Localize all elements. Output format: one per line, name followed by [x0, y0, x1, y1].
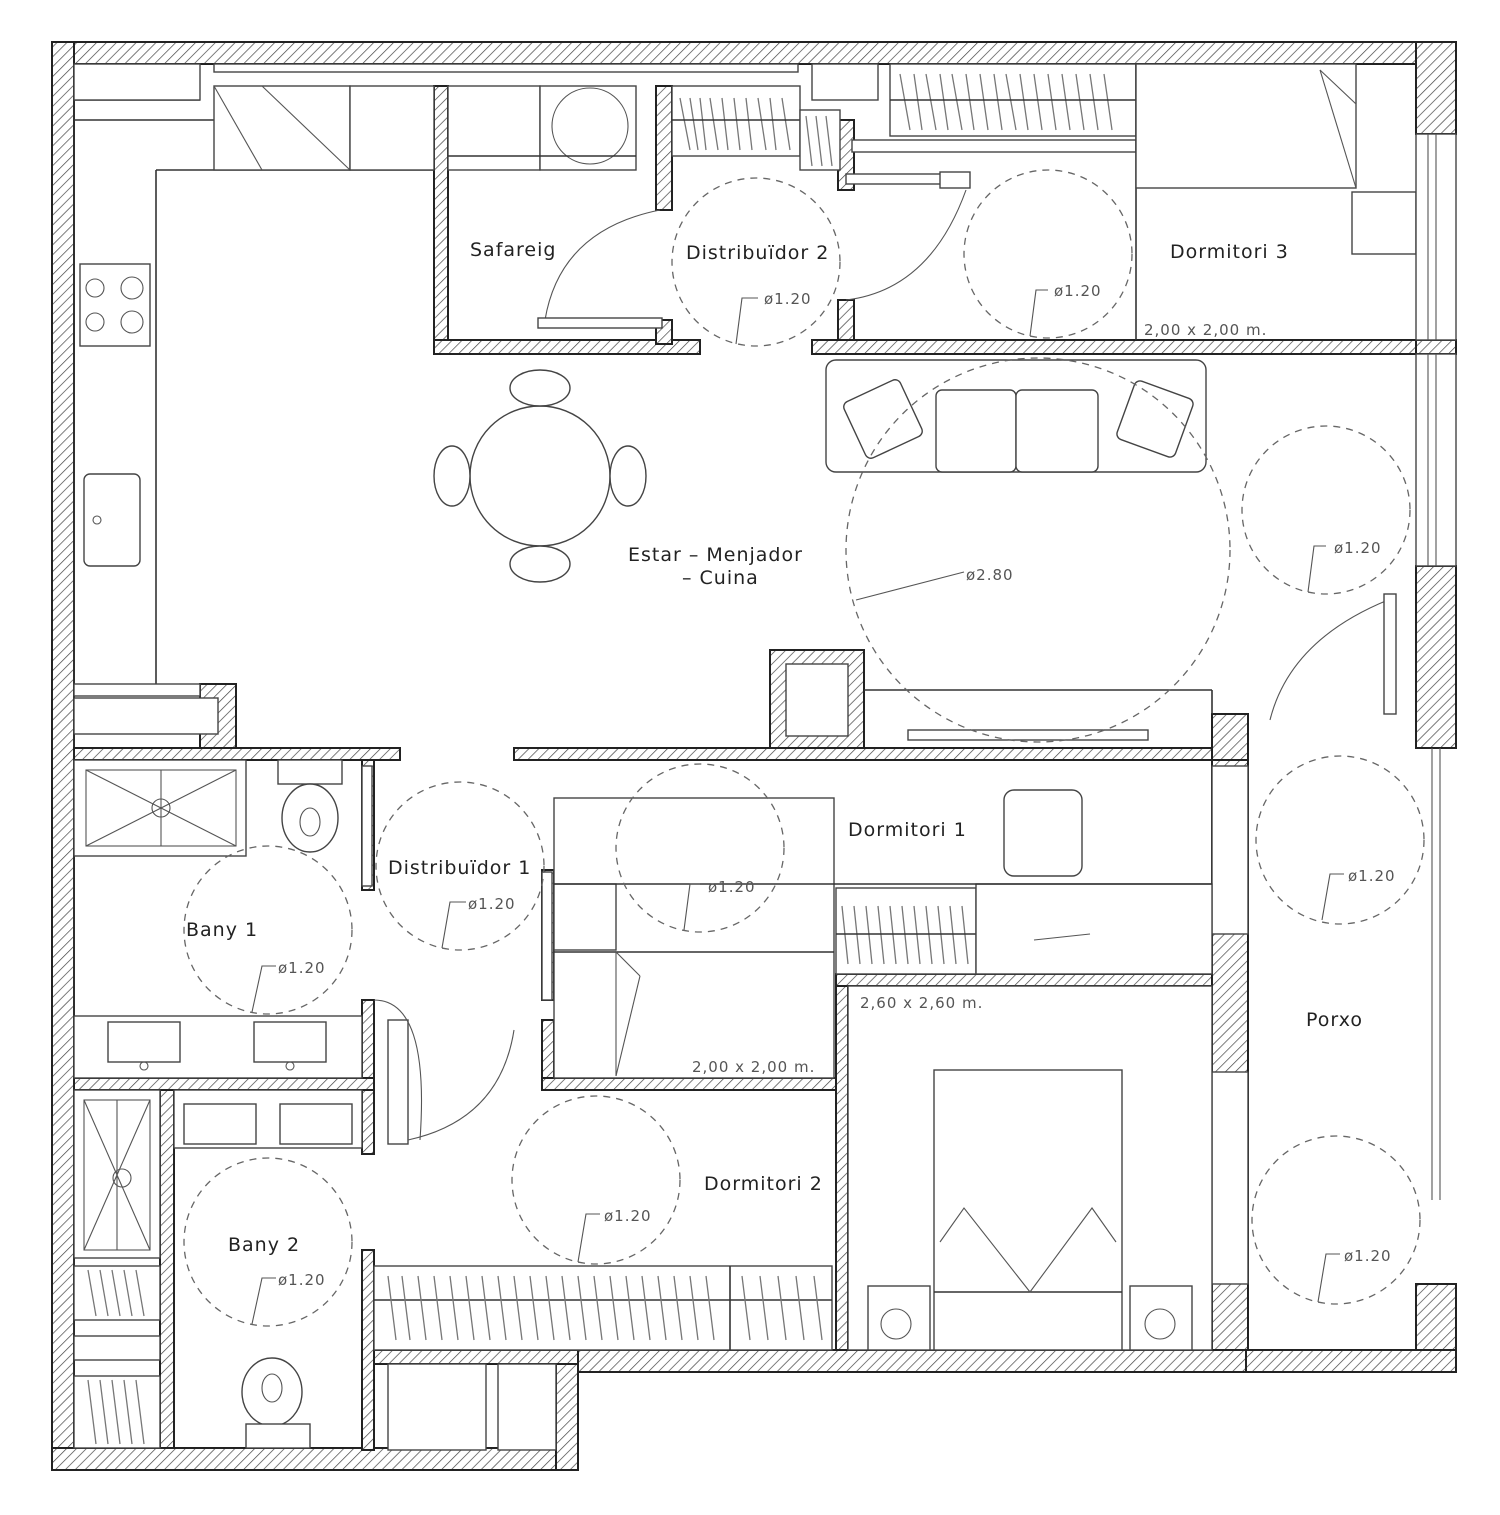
sink: [83, 473, 141, 567]
turn-label: ø1.20: [278, 959, 326, 977]
turn-label: ø1.20: [278, 1271, 326, 1289]
wardrobe-distribuidor-2: [671, 85, 841, 171]
bedroom-1: [541, 789, 1213, 1079]
turn-label: ø1.20: [708, 878, 756, 896]
turn-label: ø1.20: [468, 895, 516, 913]
turn-label: ø1.20: [764, 290, 812, 308]
label-dormitori-1: Dormitori 1: [848, 819, 967, 841]
dim-dormitori-3: 2,00 x 2,00 m.: [1144, 321, 1267, 339]
toilet-2: [241, 1357, 303, 1427]
living-room: [433, 359, 1213, 741]
turn-label: ø1.20: [1344, 1247, 1392, 1265]
turn-label: ø1.20: [1348, 867, 1396, 885]
bedroom-2: [373, 985, 1213, 1451]
label-safareig: Safareig: [470, 239, 556, 261]
turning-circles: [183, 169, 1425, 1327]
label-bany-1: Bany 1: [186, 919, 258, 941]
label-porxo: Porxo: [1306, 1009, 1363, 1031]
turn-label: ø1.20: [604, 1207, 652, 1225]
turn-label: ø1.20: [1334, 539, 1382, 557]
desk-chair: [1003, 789, 1083, 877]
label-distribuidor-2: Distribuïdor 2: [686, 242, 829, 264]
label-estar-menjador: Estar – Menjador: [628, 544, 803, 566]
turn-label: ø1.20: [1054, 282, 1102, 300]
wardrobe-bedroom-2: [373, 1265, 833, 1351]
label-cuina: – Cuina: [682, 567, 759, 589]
room-labels: Safareig Distribuïdor 2 Dormitori 3 Esta…: [186, 239, 1363, 1256]
toilet-1: [281, 783, 339, 853]
dimension-labels: 2,00 x 2,00 m. 2,00 x 2,00 m. 2,60 x 2,6…: [278, 282, 1396, 1289]
turn-label-large: ø2.80: [966, 566, 1014, 584]
bedroom-3: [845, 63, 1417, 340]
dining-table: [469, 405, 611, 547]
kitchen: [73, 85, 435, 735]
laundry-room: [447, 85, 663, 329]
cooktop: [79, 263, 151, 347]
bathroom-2: [73, 1089, 363, 1449]
doors: [361, 593, 1397, 1141]
label-dormitori-2: Dormitori 2: [704, 1173, 823, 1195]
label-distribuidor-1: Distribuïdor 1: [388, 857, 531, 879]
windows-right: [1211, 133, 1457, 1285]
dim-dormitori-1: 2,00 x 2,00 m.: [692, 1058, 815, 1076]
label-bany-2: Bany 2: [228, 1234, 300, 1256]
label-dormitori-3: Dormitori 3: [1170, 241, 1289, 263]
dim-dormitori-2: 2,60 x 2,60 m.: [860, 994, 983, 1012]
bathroom-1: [73, 759, 515, 1145]
